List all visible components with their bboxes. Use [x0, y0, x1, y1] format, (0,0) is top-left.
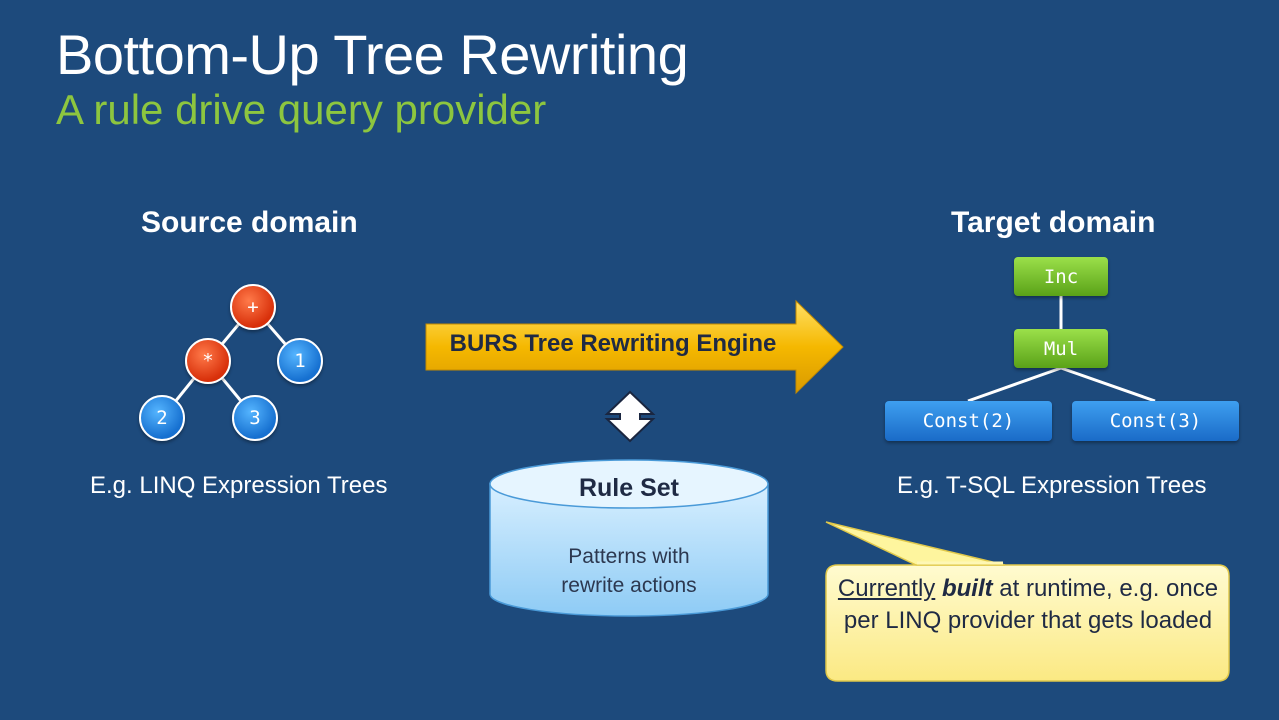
ruleset-cylinder — [489, 459, 769, 617]
node-three: 3 — [232, 395, 278, 441]
engine-label: BURS Tree Rewriting Engine — [449, 330, 777, 357]
slide-title: Bottom-Up Tree Rewriting — [56, 23, 689, 86]
node-const-3: Const(3) — [1072, 401, 1239, 441]
target-domain-heading: Target domain — [951, 206, 1156, 239]
source-domain-heading: Source domain — [141, 206, 358, 239]
ruleset-description: Patterns with rewrite actions — [500, 542, 758, 600]
callout-built: built — [941, 575, 993, 602]
node-mul: Mul — [1014, 329, 1108, 368]
double-arrow-icon — [604, 390, 656, 443]
target-tree-edges — [967, 296, 1156, 403]
ruleset-line-2: rewrite actions — [561, 574, 697, 597]
node-const-2: Const(2) — [885, 401, 1052, 441]
node-two: 2 — [139, 395, 185, 441]
target-caption: E.g. T-SQL Expression Trees — [897, 472, 1207, 499]
callout-text: Currently built at runtime, e.g. once pe… — [834, 573, 1222, 637]
slide-subtitle: A rule drive query provider — [56, 86, 547, 133]
engine-arrow — [425, 299, 844, 395]
ruleset-line-1: Patterns with — [568, 545, 690, 568]
callout-rest: at runtime, e.g. once per LINQ provider … — [843, 575, 1219, 634]
node-one: 1 — [277, 338, 323, 384]
callout-bubble — [825, 564, 1230, 682]
callout-currently: Currently — [837, 575, 936, 602]
node-inc: Inc — [1014, 257, 1108, 296]
source-caption: E.g. LINQ Expression Trees — [90, 472, 388, 499]
callout-pointer — [825, 521, 1006, 566]
node-multiply: * — [185, 338, 231, 384]
ruleset-title: Rule Set — [578, 474, 680, 502]
node-plus: + — [230, 284, 276, 330]
